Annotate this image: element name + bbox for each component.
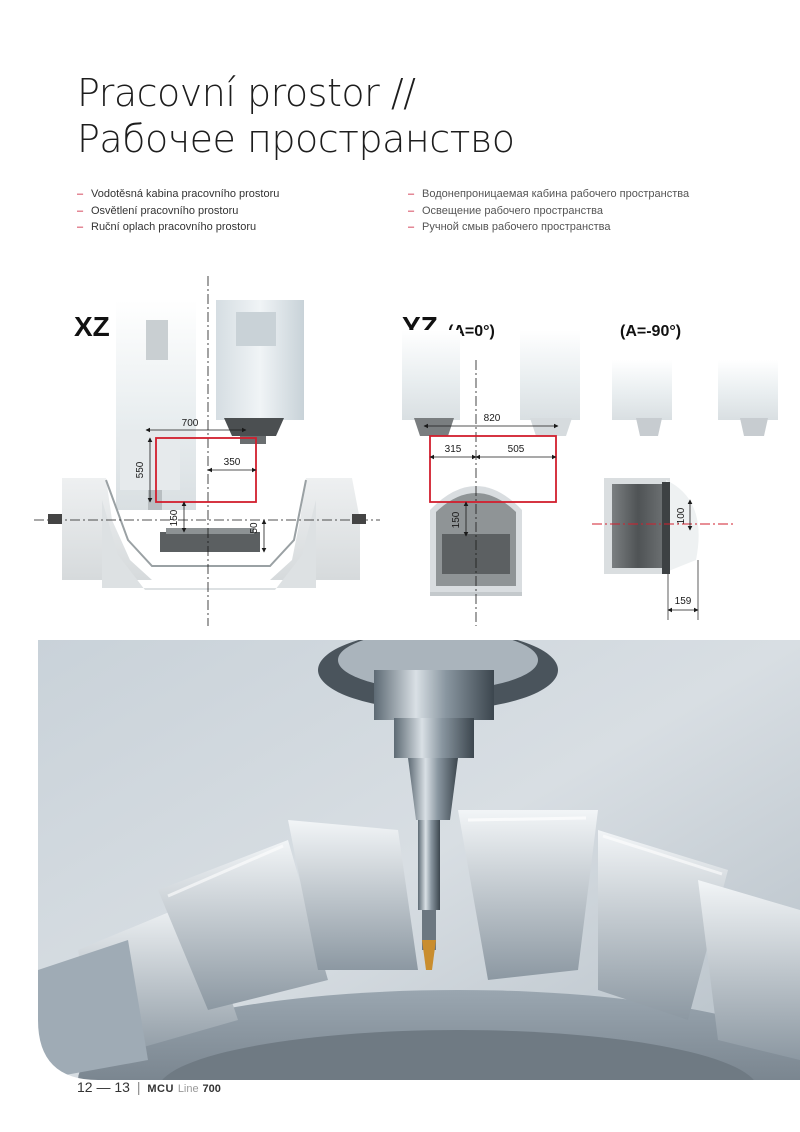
list-item: –Освещение рабочего пространства [408,203,689,220]
dim-yz-150: 150 [451,511,462,528]
page-numbers: 12 — 13 [77,1079,130,1095]
dash-icon: – [408,204,415,217]
footer-line: Line [177,1083,199,1095]
dim-a90-159: 159 [675,596,692,607]
dim-yz-315: 315 [445,444,462,455]
machining-photo [38,640,800,1080]
yz-view: YZ (A=0°) 820 315 505 150 [402,311,580,626]
xz-view: 700 350 550 150 50 XZ [34,276,380,626]
dash-icon: – [408,221,415,233]
dim-xz-550: 550 [135,461,146,478]
a90-spindle-left [612,360,672,420]
list-item: –Ручной смыв рабочего пространства [408,219,689,236]
page-footer: 12 — 13 | MCU Line 700 [77,1079,221,1095]
xz-housing [62,478,360,580]
footer-separator: | [136,1079,141,1095]
yz-spindle-right [520,330,580,420]
dash-icon: – [77,204,84,217]
footer-brand: MCU [147,1083,174,1095]
dim-yz-820: 820 [484,413,501,424]
yz-work-envelope [429,435,557,503]
yz-spindle-left [402,330,460,420]
dim-a90-100: 100 [676,507,687,524]
xz-label: XZ [74,311,110,342]
bullet-list-cs: –Vodotěsná kabina pracovního prostoru –O… [77,186,279,236]
dim-xz-150: 150 [169,509,180,526]
xz-rotary-table [160,532,260,552]
title-line-cs: Pracovní prostor // [77,71,416,115]
dim-xz-700: 700 [182,418,199,429]
dim-xz-350: 350 [224,457,241,468]
dash-icon: – [77,221,84,233]
list-item: –Водонепроницаемая кабина рабочего прост… [408,186,689,203]
a90-view: (A=-90°) 100 159 [592,323,778,620]
footer-model: 700 [202,1083,221,1095]
dim-xz-50: 50 [249,522,260,534]
a90-angle: (A=-90°) [620,323,681,340]
dash-icon: – [408,188,415,200]
bullet-list-ru: –Водонепроницаемая кабина рабочего прост… [408,186,689,236]
list-item: –Osvětlení pracovního prostoru [77,203,279,220]
page-title: Pracovní prostor // Рабочее пространство [77,70,515,162]
dash-icon: – [77,188,84,200]
list-item: –Vodotěsná kabina pracovního prostoru [77,186,279,203]
workspace-diagram: 700 350 550 150 50 XZ YZ (A=0°) 820 315 … [34,276,778,626]
dim-yz-505: 505 [508,444,525,455]
list-item: –Ruční oplach pracovního prostoru [77,219,279,236]
a90-spindle-right [718,360,778,420]
title-line-ru: Рабочее пространство [77,117,515,161]
